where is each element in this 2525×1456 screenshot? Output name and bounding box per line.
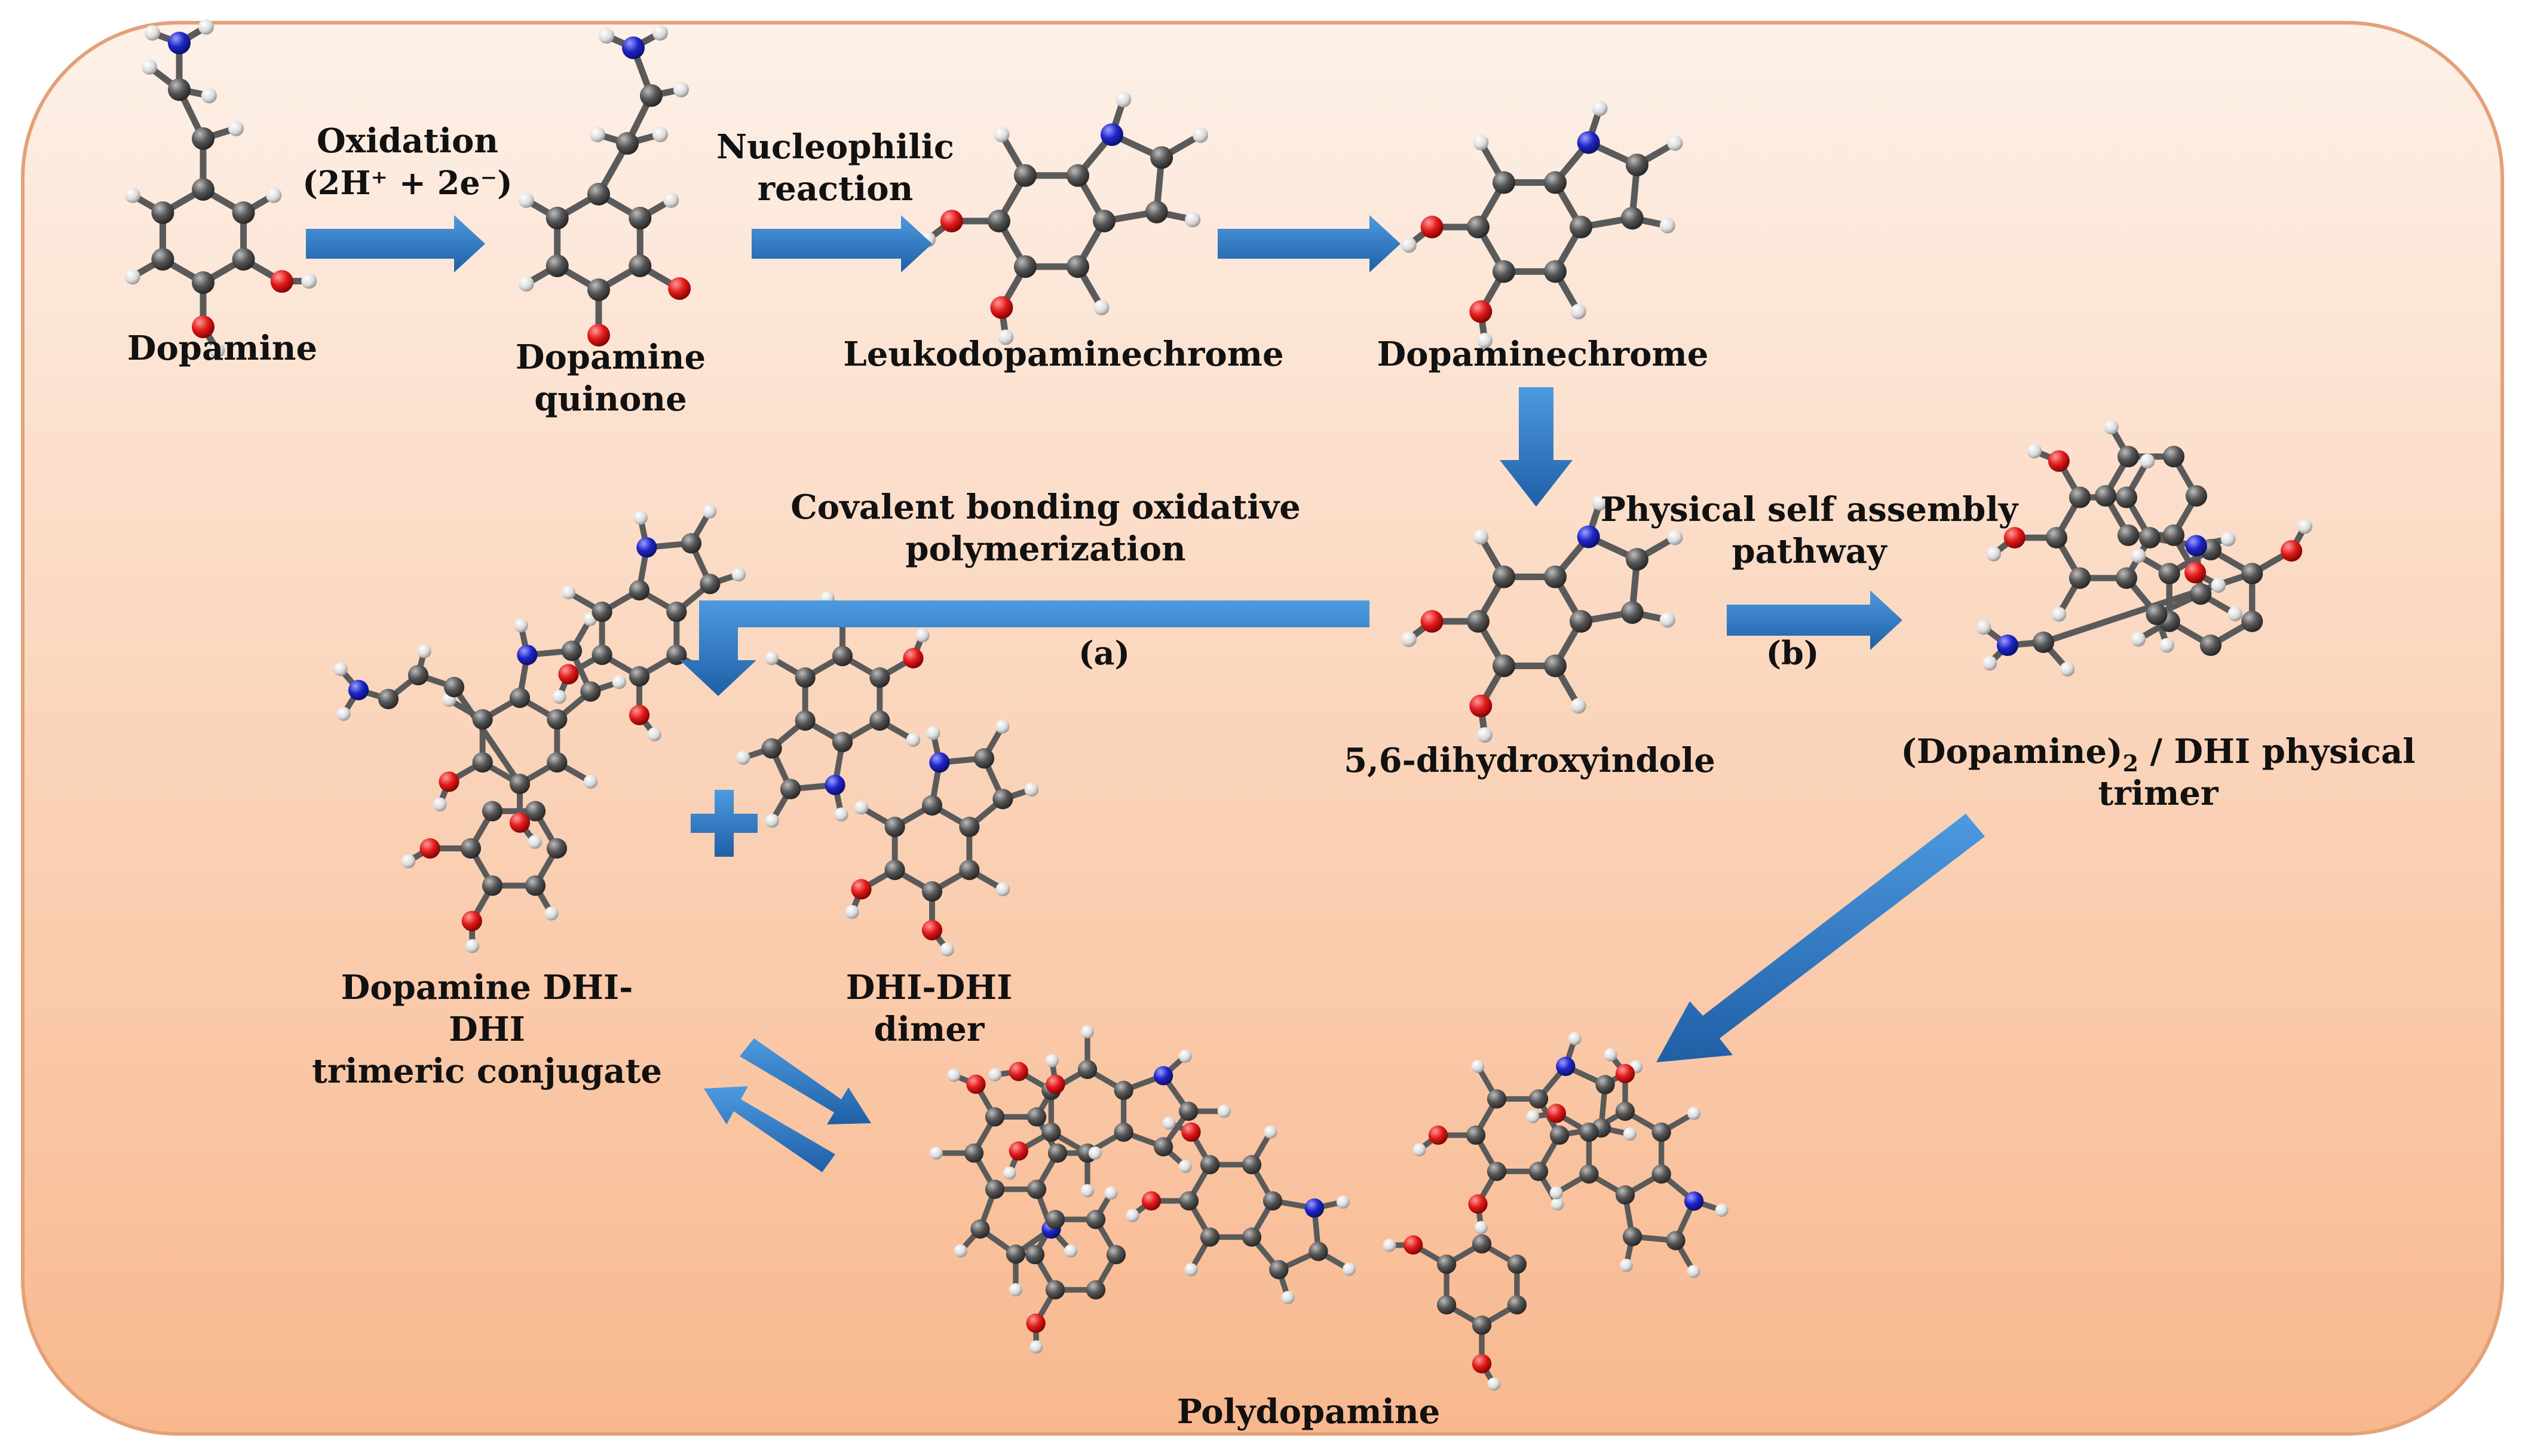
- diagonal-arrow-icon: [1656, 814, 1985, 1062]
- physical-label-line2: pathway: [1732, 532, 1887, 571]
- dopamine-quinone-molecule-icon: [518, 25, 691, 347]
- path-b-label: (b): [1766, 634, 1819, 672]
- down-arrow-icon: [1500, 387, 1573, 507]
- polydopamine-label: Polydopamine: [1177, 1392, 1441, 1432]
- dopamine-quinone-label-line2: quinone: [534, 379, 687, 419]
- dhi-molecule-icon: [1401, 495, 1683, 743]
- dhi-dhi-dimer-molecule-icon: [736, 591, 1039, 957]
- nucleophilic-label-line1: Nucleophilic: [716, 127, 954, 167]
- right-arrow-icon: [306, 215, 485, 272]
- bent-arrow-icon: [680, 600, 1369, 696]
- covalent-label-line2: polymerization: [905, 529, 1185, 569]
- labels: Dopamine Oxidation (2H⁺ + 2e⁻) Dopamine …: [127, 121, 2416, 1432]
- physical-trimer-label-line1: (Dopamine)2 / DHI physical: [1901, 732, 2415, 777]
- right-arrow-icon: [1218, 215, 1401, 272]
- dhi-dhi-dimer-label-line1: DHI-DHI: [846, 968, 1013, 1007]
- equilibrium-arrows-icon: [740, 1038, 871, 1124]
- covalent-label-line1: Covalent bonding oxidative: [790, 488, 1301, 527]
- arrows: [306, 215, 1985, 1172]
- polydopamine-molecule-icon: [929, 1025, 1729, 1391]
- leukodopaminechrome-label: Leukodopaminechrome: [843, 335, 1283, 374]
- dhi-label: 5,6-dihydroxyindole: [1344, 741, 1715, 780]
- oxidation-formula-label: (2H⁺ + 2e⁻): [302, 164, 512, 202]
- physical-trimer-label-line2: trimer: [2098, 774, 2219, 813]
- right-arrow-icon: [1727, 590, 1902, 650]
- dopaminechrome-molecule-icon: [1401, 100, 1683, 349]
- trimeric-conjugate-label-line2: DHI: [449, 1010, 525, 1049]
- trimeric-conjugate-label-line1: Dopamine DHI-: [341, 968, 633, 1007]
- oxidation-label: Oxidation: [317, 121, 498, 161]
- dopamine-quinone-label-line1: Dopamine: [516, 338, 706, 377]
- dopaminechrome-label: Dopaminechrome: [1377, 335, 1709, 374]
- equilibrium-arrows-icon: [704, 1086, 835, 1172]
- trimeric-conjugate-label-line3: trimeric conjugate: [312, 1052, 662, 1091]
- plus-icon: [691, 790, 758, 857]
- physical-trimer-molecule-icon: [1976, 419, 2313, 677]
- nucleophilic-label-line2: reaction: [758, 169, 914, 209]
- dopamine-molecule-icon: [124, 19, 317, 358]
- dhi-dhi-dimer-label-line2: dimer: [874, 1010, 985, 1049]
- background-panel: [21, 21, 2504, 1436]
- leukodopaminechrome-molecule-icon: [920, 91, 1209, 345]
- right-arrow-icon: [752, 215, 932, 272]
- dopamine-label: Dopamine: [127, 329, 317, 368]
- path-a-label: (a): [1078, 634, 1130, 672]
- physical-label-line1: Physical self assembly: [1601, 490, 2019, 529]
